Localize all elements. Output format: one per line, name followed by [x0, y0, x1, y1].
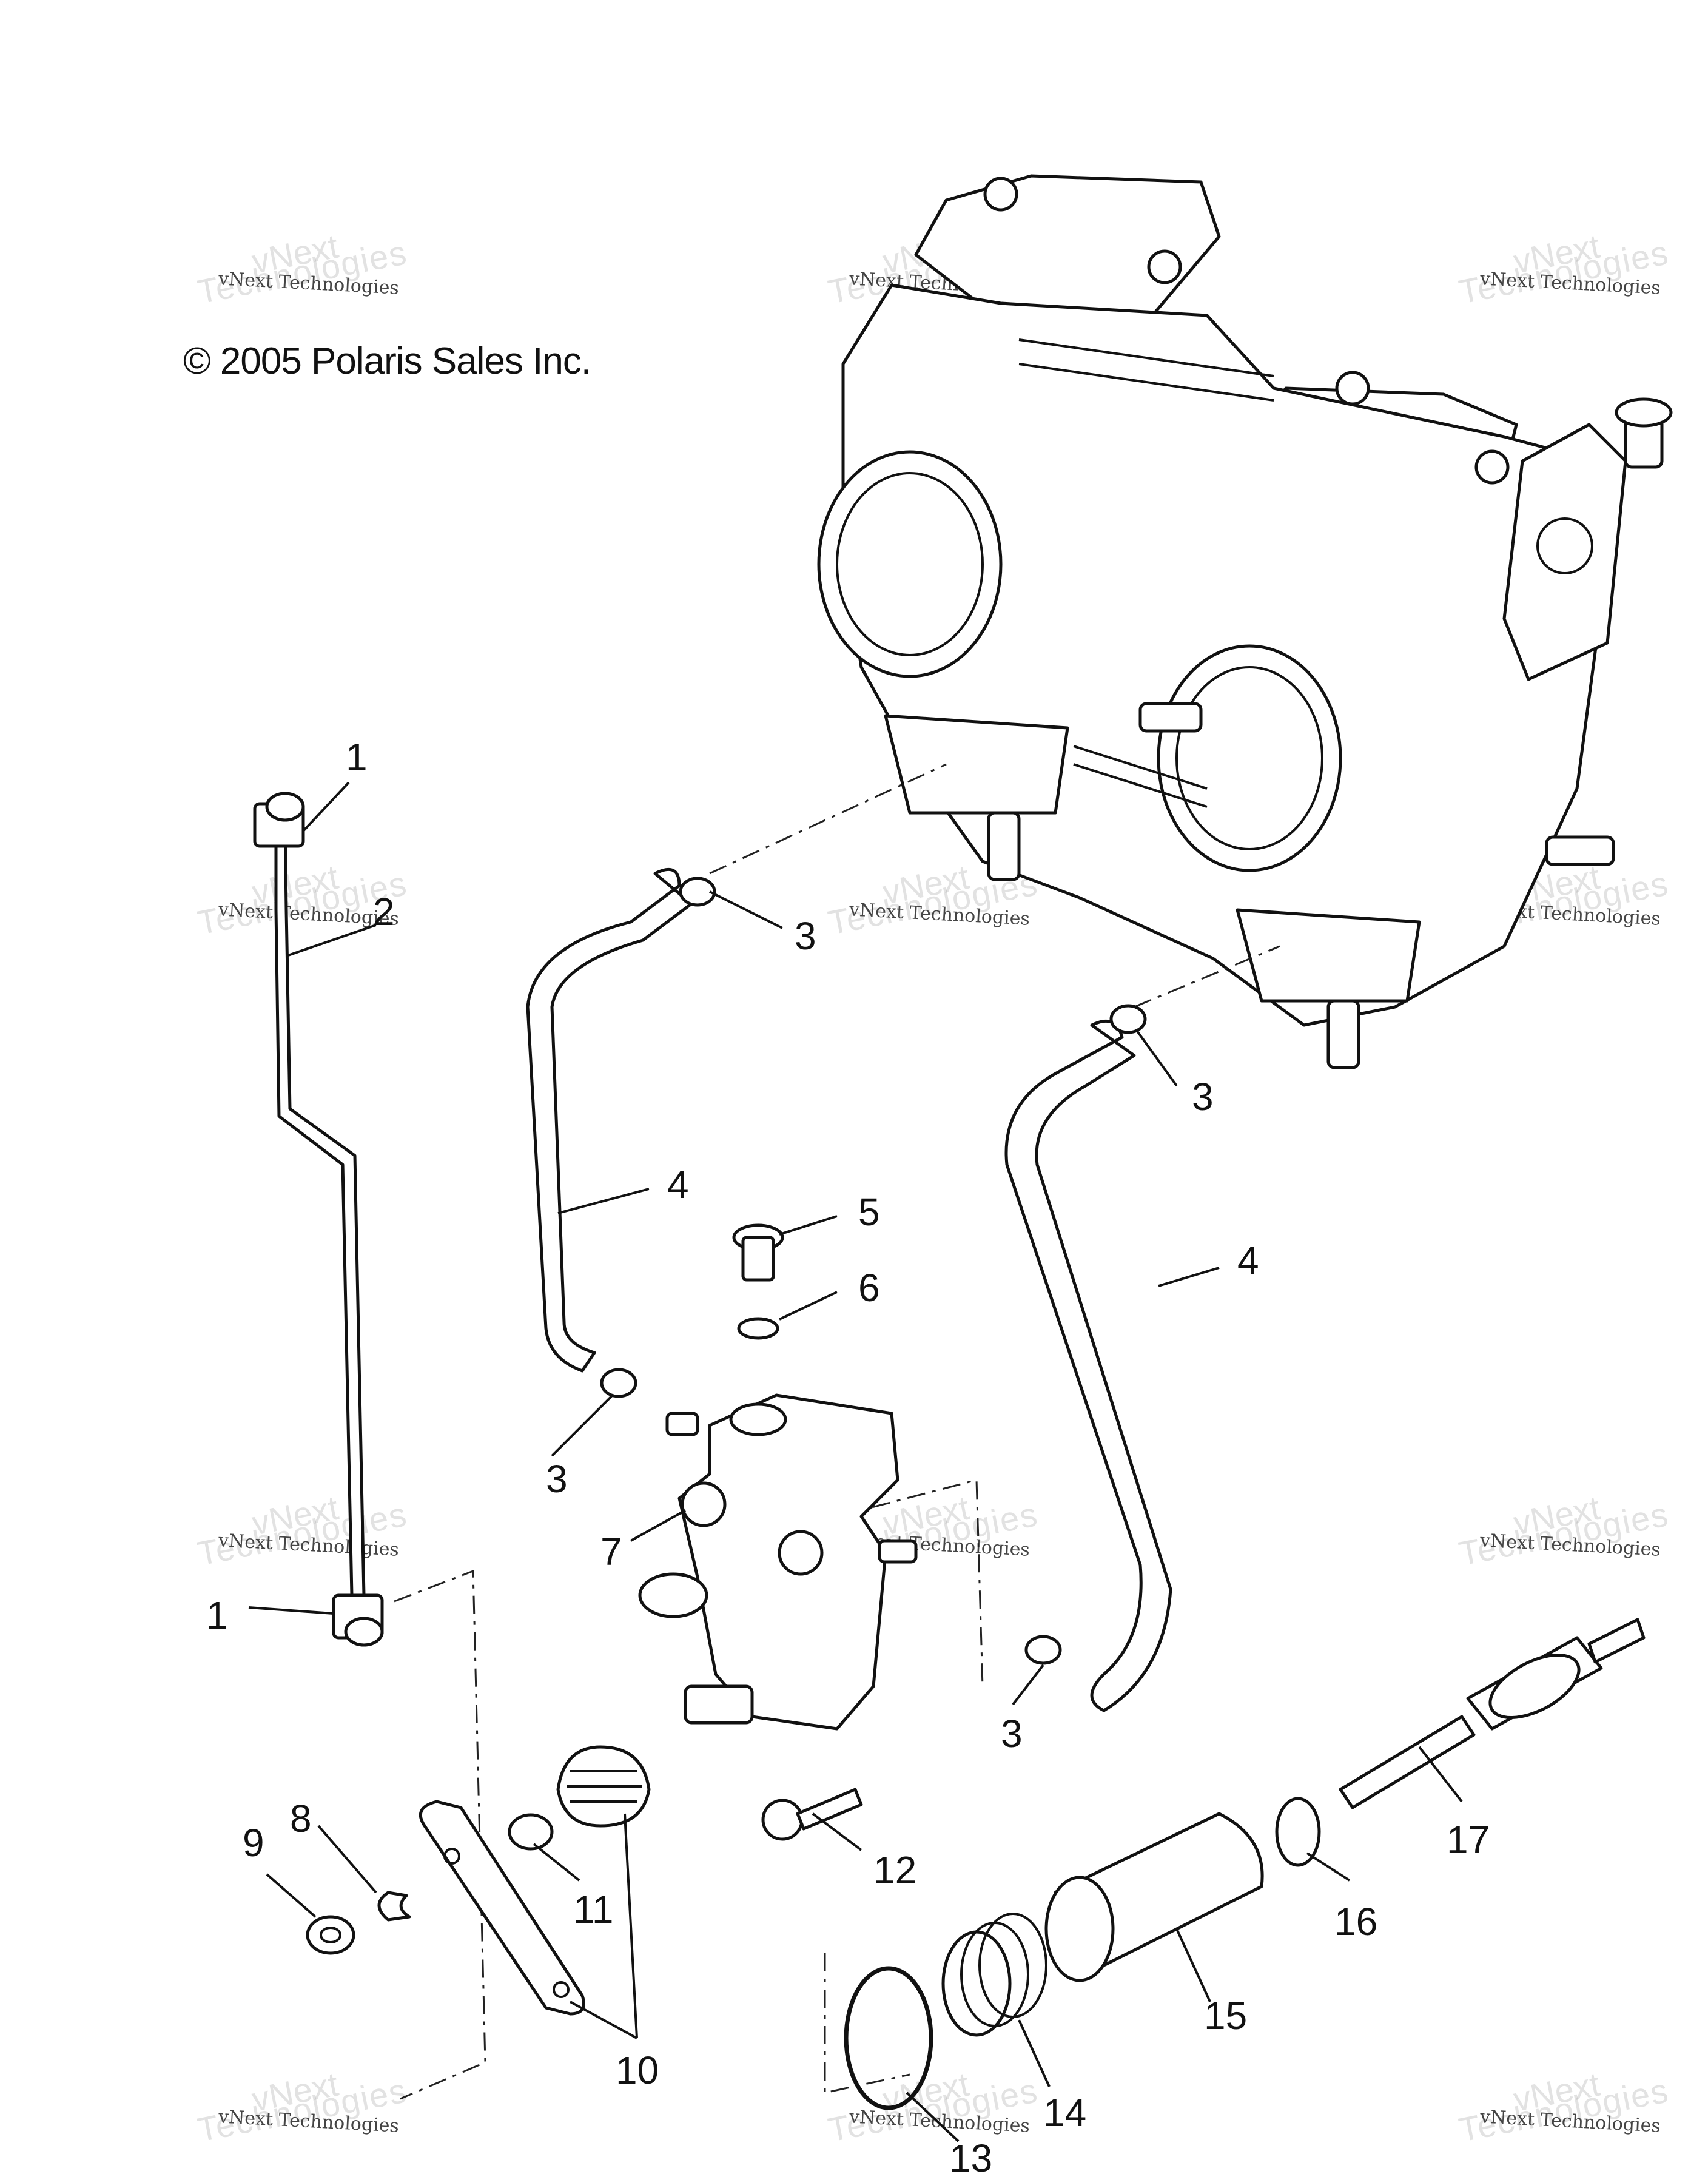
callout-14: 14	[1043, 2091, 1086, 2135]
leader-lines	[248, 781, 1463, 2142]
callout-16: 16	[1334, 1900, 1377, 1943]
callout-8: 8	[290, 1797, 312, 1840]
callout-1-top: 1	[346, 735, 368, 779]
callout-3-lower-left: 3	[546, 1457, 568, 1501]
drive-shaft	[1339, 1618, 1646, 1809]
centerline-rod	[394, 1569, 486, 2100]
callout-4-left: 4	[667, 1163, 689, 1206]
callout-11: 11	[573, 1888, 613, 1931]
callout-7: 7	[600, 1530, 622, 1573]
callout-15: 15	[1204, 1994, 1247, 2038]
retaining-clip	[377, 1891, 411, 1922]
centerline-pump	[836, 1479, 984, 1687]
callout-3-lower-right: 3	[1001, 1712, 1023, 1755]
thrust-washer	[1275, 1797, 1321, 1867]
centerline-lower	[1134, 945, 1280, 1008]
centerline-upper	[709, 763, 947, 875]
callout-10: 10	[616, 2048, 659, 2092]
callout-9: 9	[243, 1821, 264, 1865]
carburetor-assembly	[817, 174, 1673, 1069]
callout-1-bottom: 1	[206, 1593, 228, 1637]
callout-3-upper-right: 3	[1192, 1075, 1214, 1119]
fuel-hose-left	[526, 867, 693, 1373]
callout-2: 2	[373, 890, 395, 934]
callout-12: 12	[873, 1848, 916, 1892]
banjo-bolt	[732, 1223, 784, 1282]
oil-pump	[638, 1393, 918, 1731]
fuel-hose-right	[1004, 1019, 1172, 1712]
callout-17: 17	[1447, 1818, 1490, 1862]
centerline-housing	[824, 1953, 910, 2094]
drive-spring	[941, 1913, 1047, 2037]
callout-6: 6	[858, 1266, 880, 1310]
drive-sleeve	[1044, 1812, 1264, 1982]
o-ring	[844, 1966, 933, 2110]
callout-3-upper-left: 3	[795, 914, 816, 958]
hose-clamps	[600, 877, 1147, 1665]
throttle-rod	[253, 792, 384, 1647]
callout-4-right: 4	[1237, 1239, 1259, 1282]
lever-and-spring	[419, 1745, 651, 2016]
callout-5: 5	[858, 1190, 880, 1234]
sealing-washer	[737, 1317, 779, 1340]
callout-labels: 1 2 3 3 4 4 5 6 3 7 1 3 8 9 11 12 10 13 …	[206, 735, 1490, 2174]
nut	[306, 1915, 355, 1955]
screw	[761, 1788, 863, 1841]
copyright-notice: © 2005 Polaris Sales Inc.	[183, 340, 591, 382]
callout-13: 13	[949, 2136, 992, 2174]
